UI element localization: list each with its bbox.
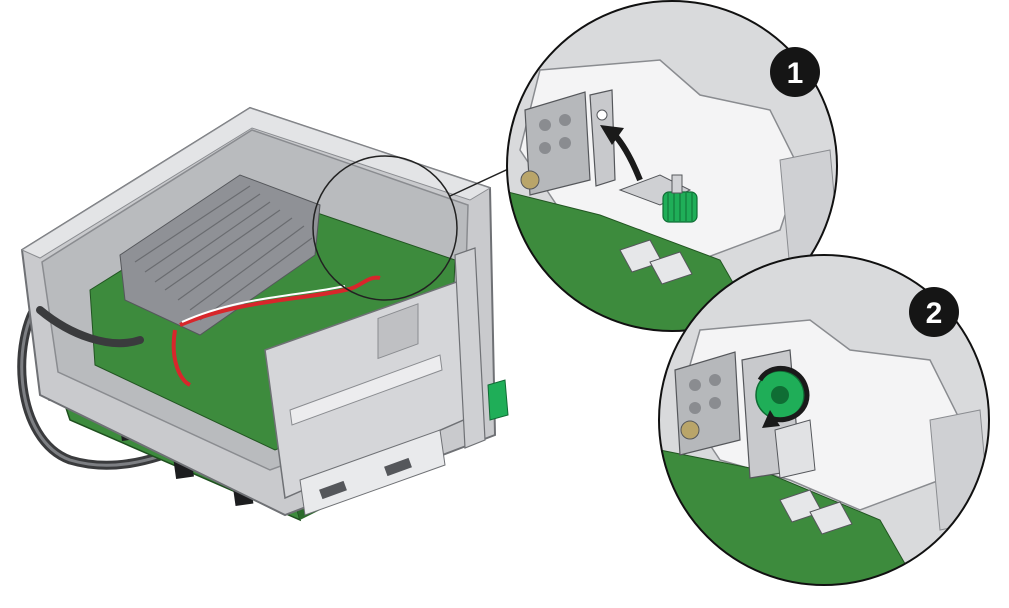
- zoom-detail-step-2: [658, 254, 990, 586]
- sas-cable: [171, 275, 381, 387]
- rotate-clockwise-arrow-icon: [757, 365, 810, 423]
- zoom-detail-step-1: [506, 0, 838, 332]
- drive-cage-assembly: [17, 106, 518, 522]
- detail-highlight-circle: [312, 155, 458, 301]
- side-rail: [454, 247, 486, 449]
- green-thumbscrew: [662, 174, 698, 223]
- step-1-number: 1: [787, 57, 804, 90]
- green-handle: [487, 379, 509, 421]
- step-2-number: 2: [926, 297, 943, 330]
- heatsink: [119, 174, 321, 336]
- leader-line: [449, 164, 518, 197]
- step-2-callout: 2: [909, 287, 959, 337]
- step-1-callout: 1: [770, 47, 820, 97]
